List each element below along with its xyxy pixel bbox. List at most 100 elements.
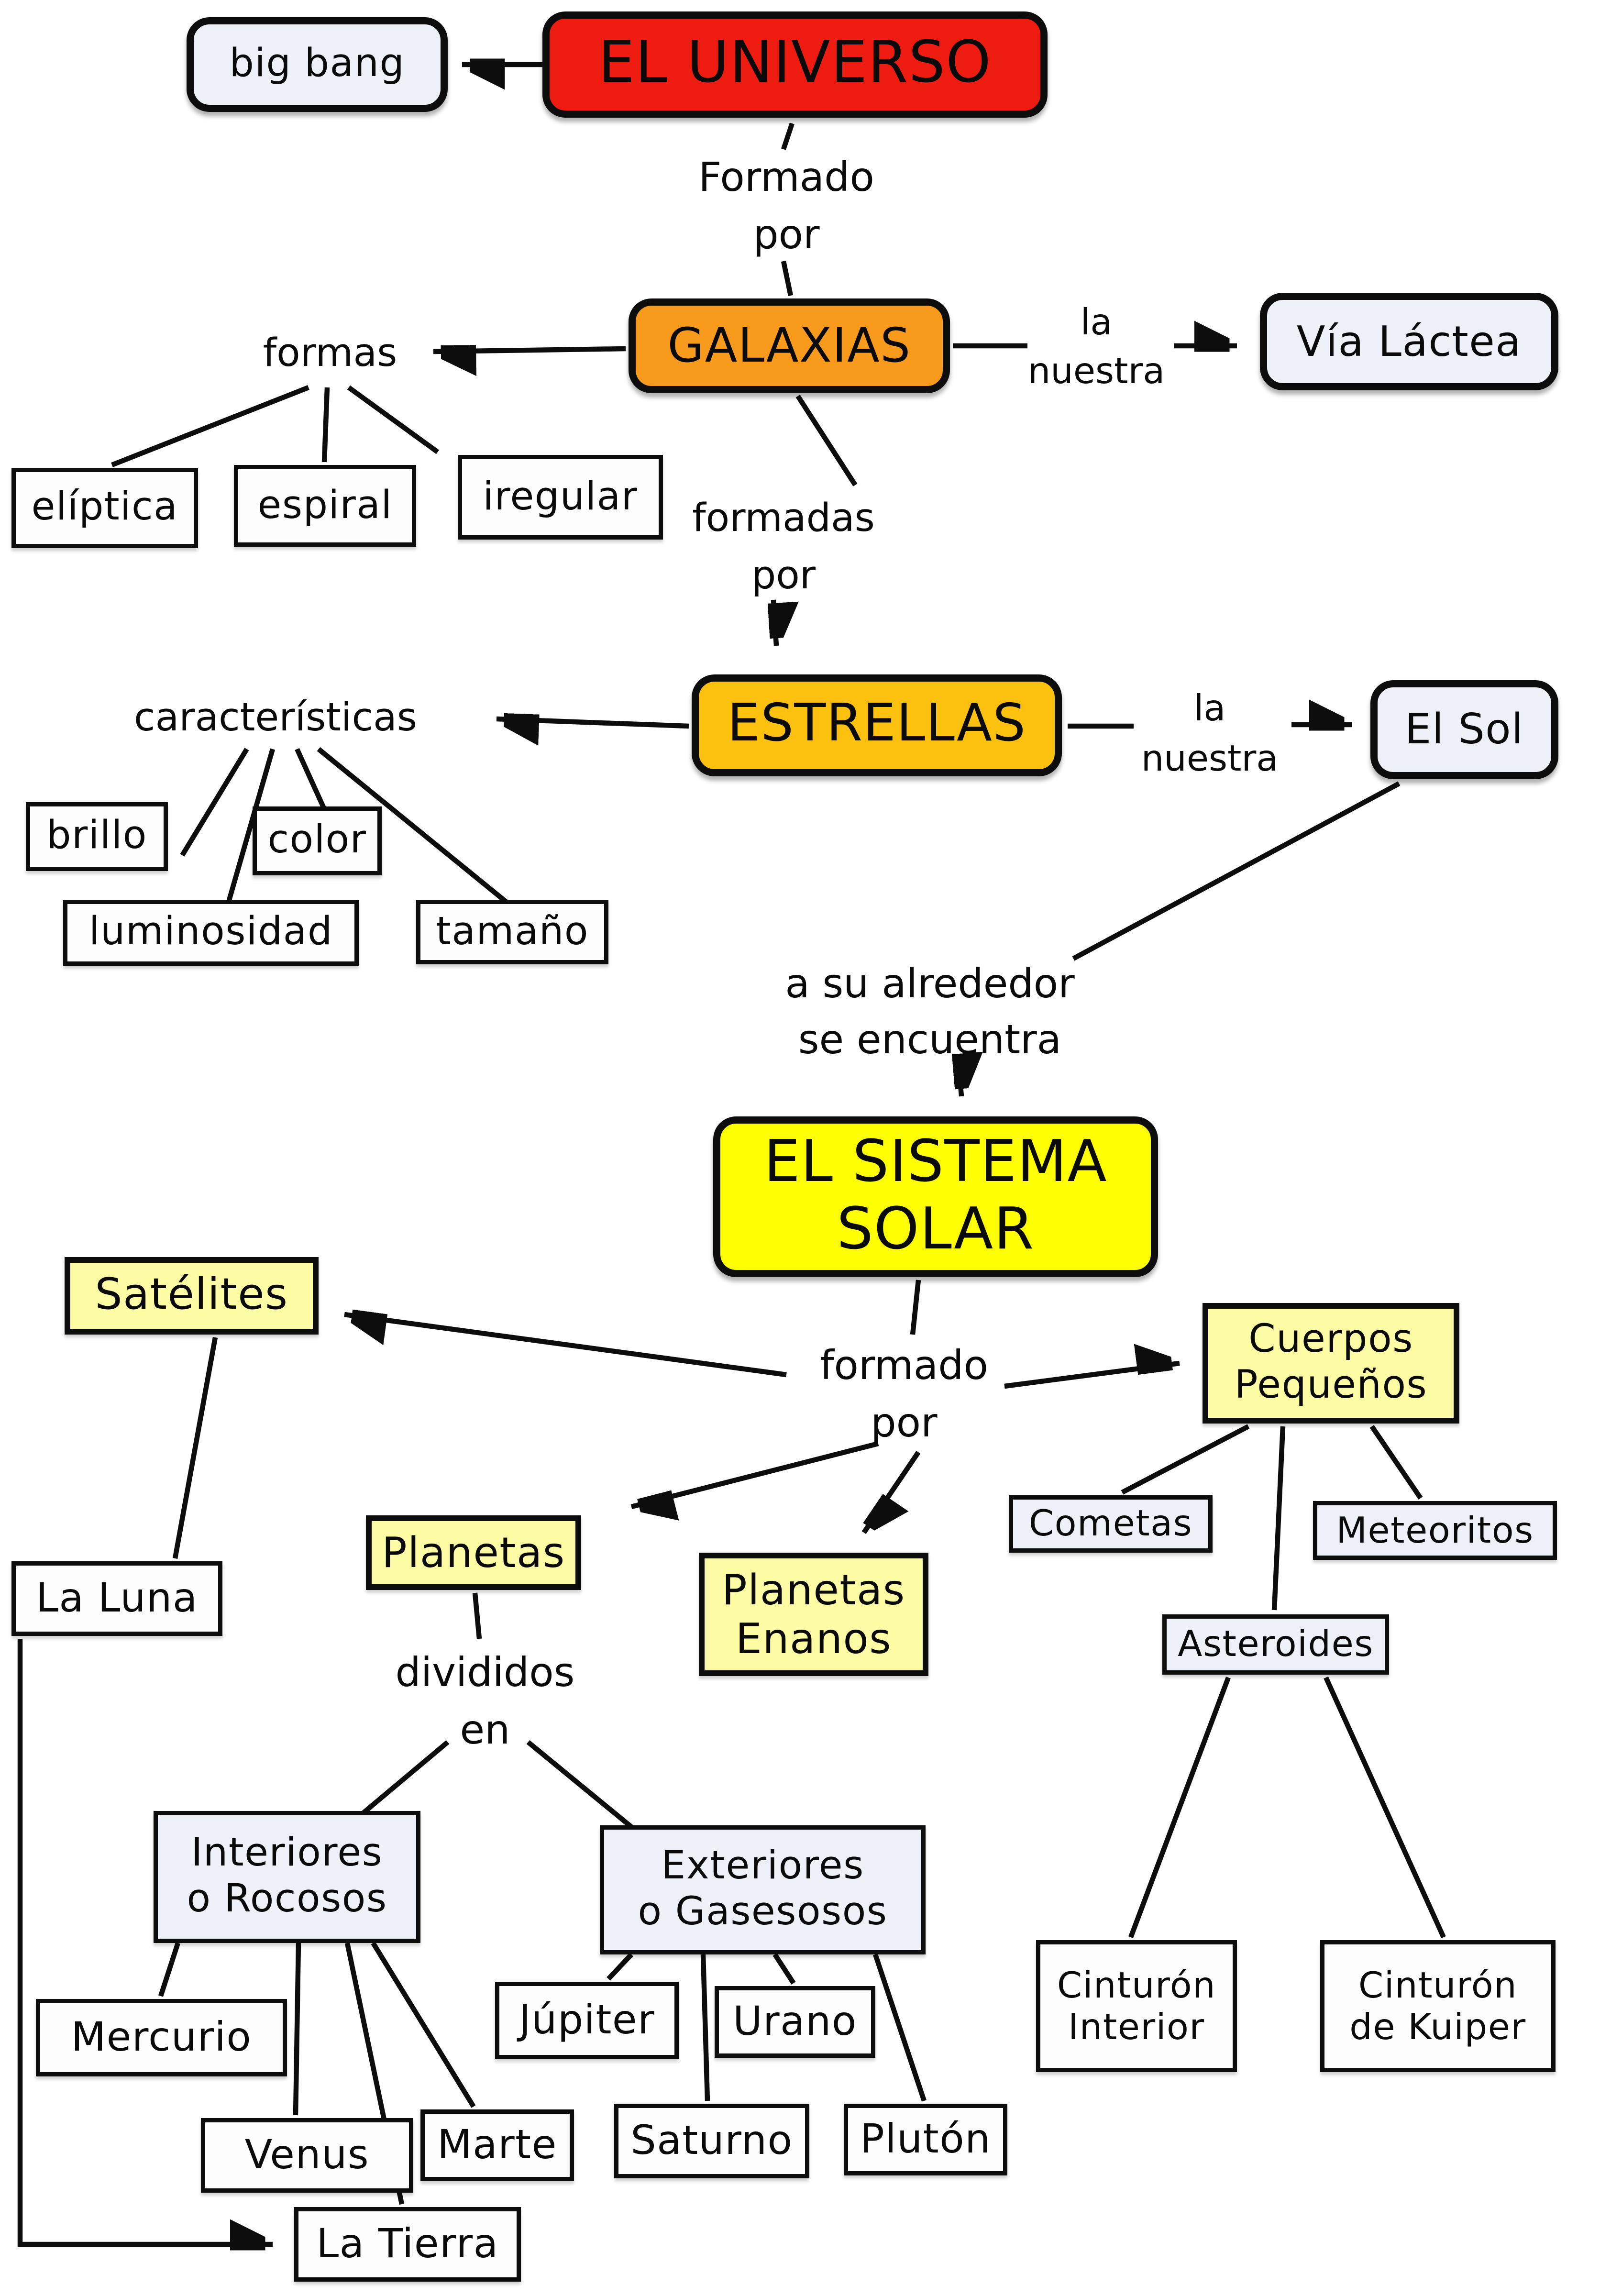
- node-el-sistema-solar-label: SOLAR: [837, 1197, 1035, 1263]
- connector-planetas-divididos: [472, 1592, 482, 1639]
- node-satelites-label: Satélites: [95, 1270, 288, 1321]
- connector-carac-luminosidad: [221, 748, 276, 919]
- node-planetas[interactable]: Planetas: [366, 1515, 581, 1590]
- connector-carac-tamano: [317, 747, 521, 915]
- connector-estrellas-caracteristicas: [496, 719, 689, 726]
- node-iregular-label: iregular: [483, 474, 638, 519]
- node-brillo[interactable]: brillo: [26, 802, 168, 871]
- connector-asteroides-kuiper: [1324, 1676, 1446, 1939]
- connector-satelites-laluna: [172, 1337, 218, 1559]
- connector-laluna-latierra: [17, 1639, 273, 2244]
- node-exteriores-o-gasesosos-label: o Gasesosos: [638, 1890, 888, 1934]
- node-el-universo[interactable]: EL UNIVERSO: [542, 11, 1048, 118]
- node-espiral-label: espiral: [257, 483, 393, 528]
- connector-formadas-estrellas: [773, 599, 776, 646]
- node-saturno-label: Saturno: [630, 2117, 793, 2165]
- node-interiores-o-rocosos-label: Interiores: [191, 1831, 383, 1876]
- connector-formado2-cuerpos: [1004, 1363, 1180, 1389]
- node-planetas-enanos-label: Planetas: [722, 1565, 905, 1614]
- node-big-bang[interactable]: big bang: [187, 17, 448, 112]
- node-exteriores-o-gasesosos-label: Exteriores: [661, 1844, 864, 1889]
- node-marte[interactable]: Marte: [420, 2109, 574, 2181]
- node-galaxias-label: GALAXIAS: [667, 316, 911, 373]
- connector-formado2-satelites: [344, 1314, 787, 1378]
- connector-formado-galaxias: [781, 260, 794, 297]
- node-cinturon-interior-label: Interior: [1068, 2006, 1205, 2048]
- node-urano-label: Urano: [733, 1998, 857, 2046]
- node-eliptica-label: elíptica: [31, 485, 178, 530]
- connector-exteriores-pluton: [873, 1954, 927, 2102]
- node-color-label: color: [267, 818, 367, 863]
- node-urano[interactable]: Urano: [715, 1986, 875, 2058]
- node-cinturon-de-kuiper-label: de Kuiper: [1349, 2006, 1526, 2048]
- node-asteroides[interactable]: Asteroides: [1162, 1614, 1389, 1675]
- node-tamano-label: tamaño: [436, 909, 589, 954]
- node-mercurio-label: Mercurio: [71, 2014, 252, 2062]
- connector-cuerpos-cometas: [1121, 1424, 1250, 1495]
- node-cuerpos-pequenos-label: Pequeños: [1234, 1363, 1428, 1408]
- node-la-luna[interactable]: La Luna: [11, 1561, 222, 1636]
- node-el-sol-label: El Sol: [1405, 705, 1524, 754]
- connector-carac-color: [295, 748, 328, 814]
- node-luminosidad[interactable]: luminosidad: [63, 900, 359, 966]
- node-el-universo-label: EL UNIVERSO: [598, 31, 992, 97]
- node-pluton[interactable]: Plutón: [844, 2104, 1007, 2175]
- node-tamano[interactable]: tamaño: [416, 900, 608, 964]
- connector-formas-espiral: [321, 387, 330, 463]
- node-eliptica[interactable]: elíptica: [11, 468, 198, 548]
- node-venus-label: Venus: [244, 2131, 370, 2179]
- node-espiral[interactable]: espiral: [234, 465, 416, 547]
- connector-galaxias-formas: [433, 349, 626, 352]
- node-iregular[interactable]: iregular: [458, 455, 663, 540]
- connector-exteriores-urano: [772, 1953, 796, 1985]
- node-marte-label: Marte: [437, 2121, 557, 2169]
- node-interiores-o-rocosos-label: o Rocosos: [187, 1877, 387, 1921]
- node-big-bang-label: big bang: [229, 42, 405, 87]
- node-jupiter[interactable]: Júpiter: [495, 1982, 679, 2059]
- node-el-sistema-solar-label: EL SISTEMA: [763, 1129, 1108, 1195]
- node-satelites[interactable]: Satélites: [65, 1257, 319, 1335]
- node-cinturon-de-kuiper-label: Cinturón: [1358, 1964, 1518, 2006]
- node-cometas-label: Cometas: [1028, 1502, 1193, 1545]
- node-cometas[interactable]: Cometas: [1009, 1495, 1213, 1553]
- node-meteoritos[interactable]: Meteoritos: [1313, 1501, 1557, 1560]
- node-la-tierra[interactable]: La Tierra: [294, 2207, 521, 2282]
- node-jupiter-label: Júpiter: [519, 1997, 655, 2044]
- node-venus[interactable]: Venus: [201, 2118, 413, 2193]
- node-planetas-label: Planetas: [382, 1528, 565, 1577]
- connector-formado2-planetasenanos: [861, 1451, 921, 1533]
- node-cinturon-interior-label: Cinturón: [1057, 1964, 1216, 2006]
- node-galaxias[interactable]: GALAXIAS: [629, 298, 950, 393]
- node-brillo-label: brillo: [46, 814, 147, 859]
- connector-formas-iregular: [347, 385, 440, 454]
- connector-formas-eliptica: [111, 385, 309, 467]
- node-via-lactea-label: Vía Láctea: [1296, 317, 1522, 366]
- connector-interiores-venus: [293, 1943, 301, 2116]
- node-color[interactable]: color: [253, 806, 382, 875]
- node-el-sol[interactable]: El Sol: [1370, 680, 1558, 779]
- connector-universo-formado: [781, 122, 794, 150]
- connector-galaxias-formadas: [795, 395, 858, 486]
- node-via-lactea[interactable]: Vía Láctea: [1260, 293, 1558, 390]
- connector-sistema-formado2: [910, 1280, 921, 1335]
- node-estrellas-label: ESTRELLAS: [727, 695, 1026, 754]
- connector-asteroides-cinturoninterior: [1128, 1677, 1231, 1938]
- node-saturno[interactable]: Saturno: [614, 2104, 809, 2178]
- node-la-luna-label: La Luna: [36, 1575, 198, 1623]
- connector-cuerpos-meteoritos: [1369, 1425, 1423, 1500]
- connector-cuerpos-asteroides: [1271, 1426, 1286, 1611]
- connector-elsol-alrededor: [1072, 781, 1401, 961]
- node-estrellas[interactable]: ESTRELLAS: [692, 674, 1062, 776]
- node-mercurio[interactable]: Mercurio: [36, 1999, 287, 2076]
- connector-interiores-marte: [371, 1942, 476, 2108]
- node-la-tierra-label: La Tierra: [316, 2220, 499, 2268]
